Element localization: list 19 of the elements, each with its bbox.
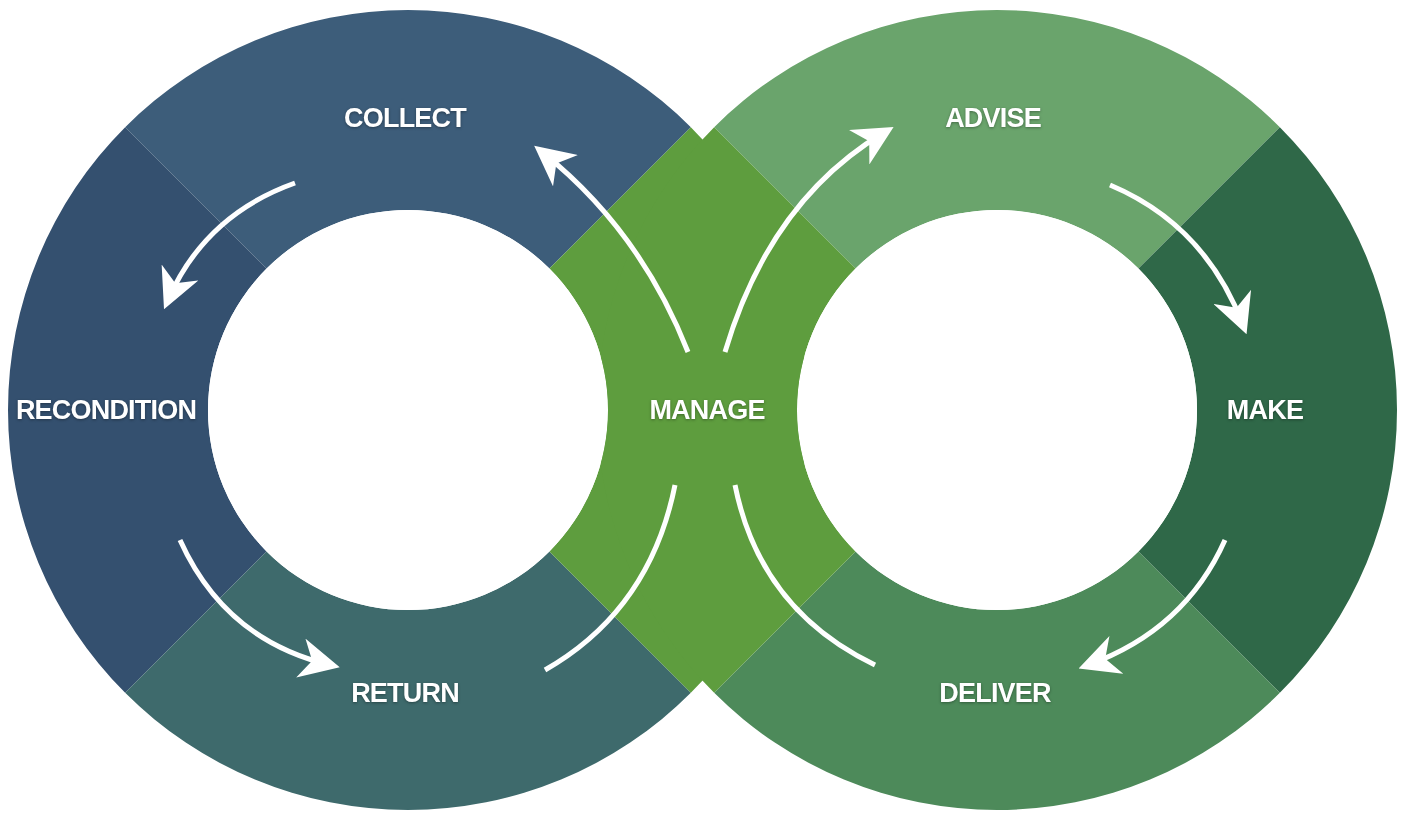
step-label: DELIVER bbox=[939, 677, 1051, 709]
arrow bbox=[722, 126, 894, 353]
step-label: RETURN bbox=[351, 677, 459, 709]
photo-segment bbox=[125, 551, 691, 810]
arrow bbox=[534, 145, 691, 353]
step-label: MANAGE bbox=[649, 394, 765, 426]
step-label: ADVISE bbox=[945, 102, 1041, 134]
photo-segment bbox=[714, 551, 1280, 810]
arrow bbox=[177, 538, 340, 677]
arrow bbox=[162, 180, 296, 310]
photo-segment bbox=[125, 10, 691, 269]
photo-segment bbox=[8, 127, 267, 693]
photo-segment bbox=[714, 10, 1280, 269]
step-label: COLLECT bbox=[344, 102, 466, 134]
photo-segment bbox=[1138, 127, 1397, 693]
step-label: MAKE bbox=[1226, 394, 1304, 426]
step-label: RECONDITION bbox=[15, 394, 197, 426]
arrow bbox=[1108, 182, 1250, 335]
arrow bbox=[1078, 538, 1228, 673]
